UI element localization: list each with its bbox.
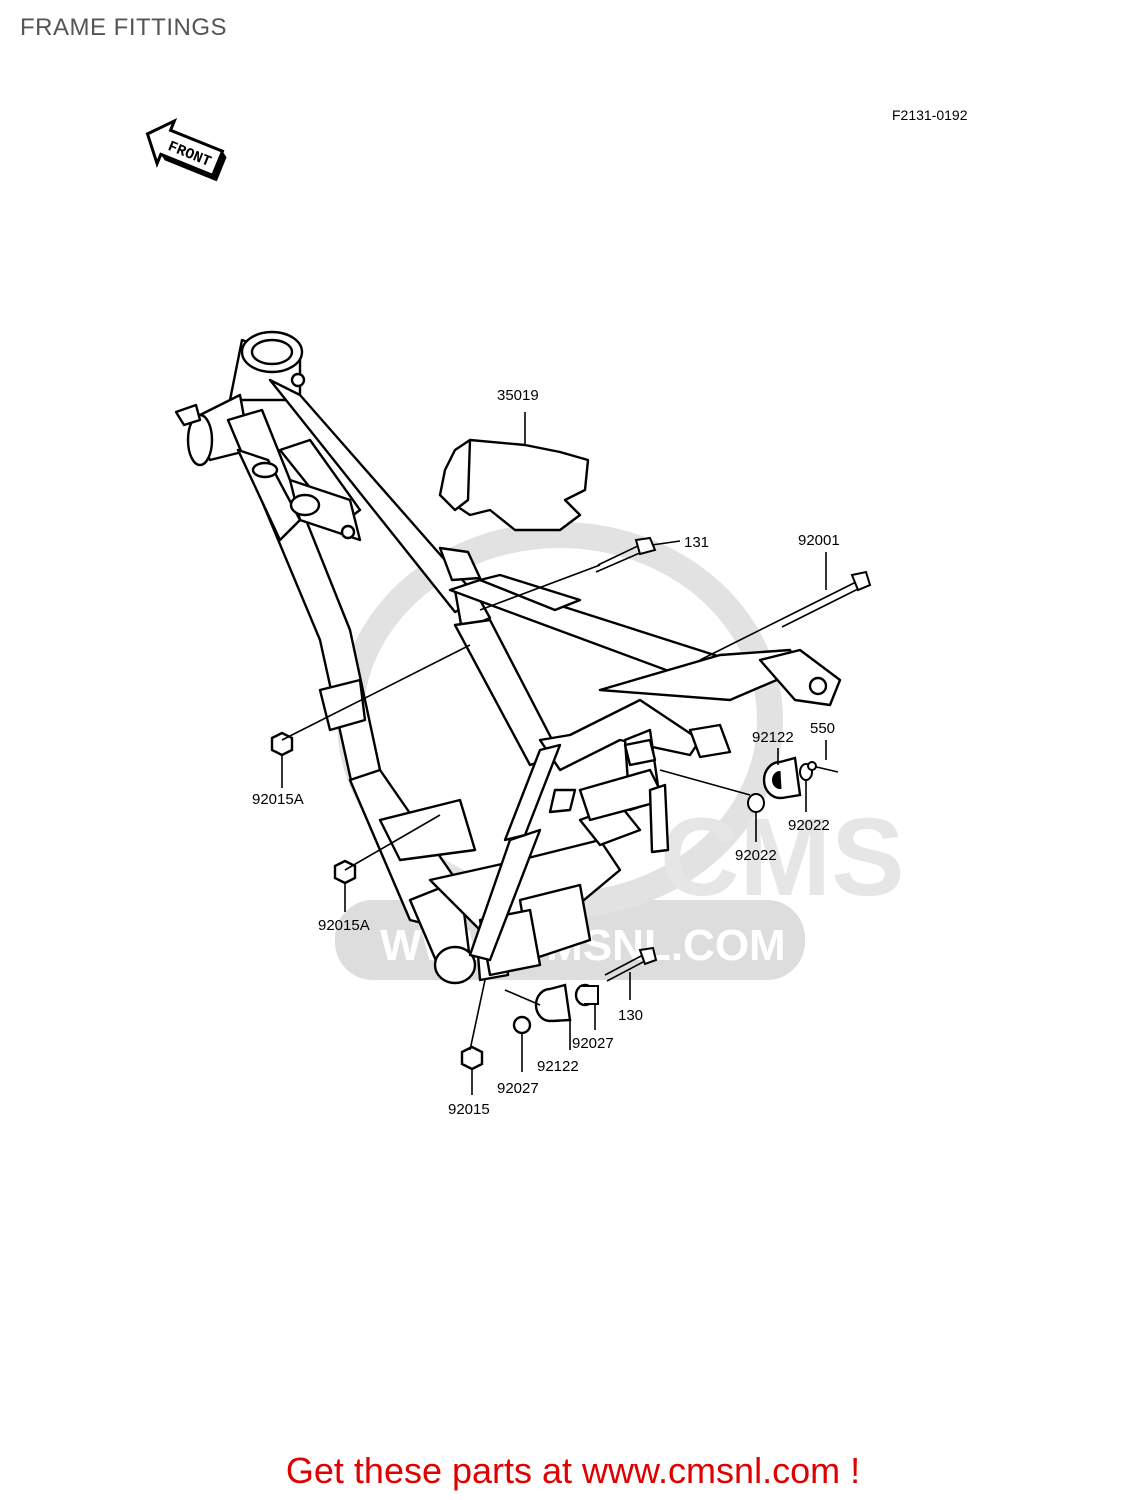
part-label-131: 131 <box>684 534 709 551</box>
bolt-92001 <box>779 570 872 628</box>
page-title: FRAME FITTINGS <box>20 14 227 41</box>
bolt-131 <box>595 536 657 573</box>
washer-92022-left <box>747 793 765 813</box>
bolt-130 <box>604 946 658 982</box>
bushing-92122-lower <box>534 983 572 1023</box>
collar-92027-left <box>512 1015 532 1035</box>
nut-92015a-lower <box>333 859 357 885</box>
motorcycle-frame <box>174 330 842 985</box>
nut-92015a-upper <box>270 731 294 757</box>
collar-92027-right <box>574 983 599 1007</box>
pin-550 <box>807 761 839 773</box>
bushing-92122-upper <box>762 756 802 800</box>
promo-link[interactable]: Get these parts at www.cmsnl.com ! <box>285 1450 861 1491</box>
part-label-92122-upper: 92122 <box>752 729 794 746</box>
frame-guard-part <box>438 438 590 532</box>
front-arrow-icon: FRONT <box>145 117 227 182</box>
part-label-92015: 92015 <box>448 1101 490 1118</box>
part-label-35019: 35019 <box>497 387 539 404</box>
part-label-550: 550 <box>810 720 835 737</box>
part-label-130: 130 <box>618 1007 643 1024</box>
nut-92015 <box>460 1045 484 1071</box>
part-label-92001: 92001 <box>798 532 840 549</box>
leader-lines <box>281 412 827 1095</box>
part-label-92015a-upper: 92015A <box>252 791 304 808</box>
part-label-92022-left: 92022 <box>735 847 777 864</box>
part-label-92122-lower: 92122 <box>537 1058 579 1075</box>
watermark-brand: CMS <box>660 796 904 919</box>
part-label-92015a-lower: 92015A <box>318 917 370 934</box>
diagram-code: F2131-0192 <box>892 107 968 123</box>
part-label-92027-right: 92027 <box>572 1035 614 1052</box>
part-label-92022-right: 92022 <box>788 817 830 834</box>
part-label-92027-left: 92027 <box>497 1080 539 1097</box>
